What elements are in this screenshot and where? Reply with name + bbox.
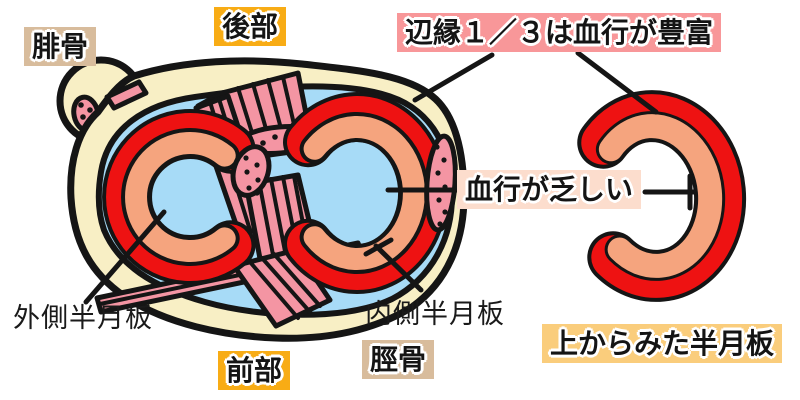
leader-lateral-meniscus: [83, 209, 167, 305]
leader-rich-to-medial: [412, 52, 495, 103]
leader-medial-tick: [363, 237, 394, 257]
label-medial-meniscus: 内側半月板: [365, 299, 505, 330]
collateral-ligament-cross-section: [424, 133, 458, 233]
label-top-view-meniscus: 上からみた半月板: [542, 324, 783, 363]
lateral-meniscus: [102, 109, 256, 285]
label-anterior: 前部: [218, 351, 291, 390]
leader-medial-meniscus: [373, 243, 424, 293]
leader-lines: [83, 50, 697, 305]
label-posterior: 後部: [214, 7, 287, 46]
top-view-meniscus: [577, 90, 747, 302]
label-fibula: 腓骨: [24, 27, 97, 66]
label-rich-blood-supply: 辺縁１／３は血行が豊富: [397, 13, 722, 52]
label-tibia: 脛骨: [362, 340, 435, 379]
leader-rich-to-topview: [575, 50, 659, 115]
label-poor-blood-supply: 血行が乏しい: [457, 170, 642, 209]
label-lateral-meniscus: 外側半月板: [13, 303, 153, 334]
medial-meniscus: [283, 92, 449, 294]
ligament-stump: [230, 144, 272, 198]
knee-cross-section: [56, 56, 468, 342]
tendon-sliver: [104, 79, 149, 111]
